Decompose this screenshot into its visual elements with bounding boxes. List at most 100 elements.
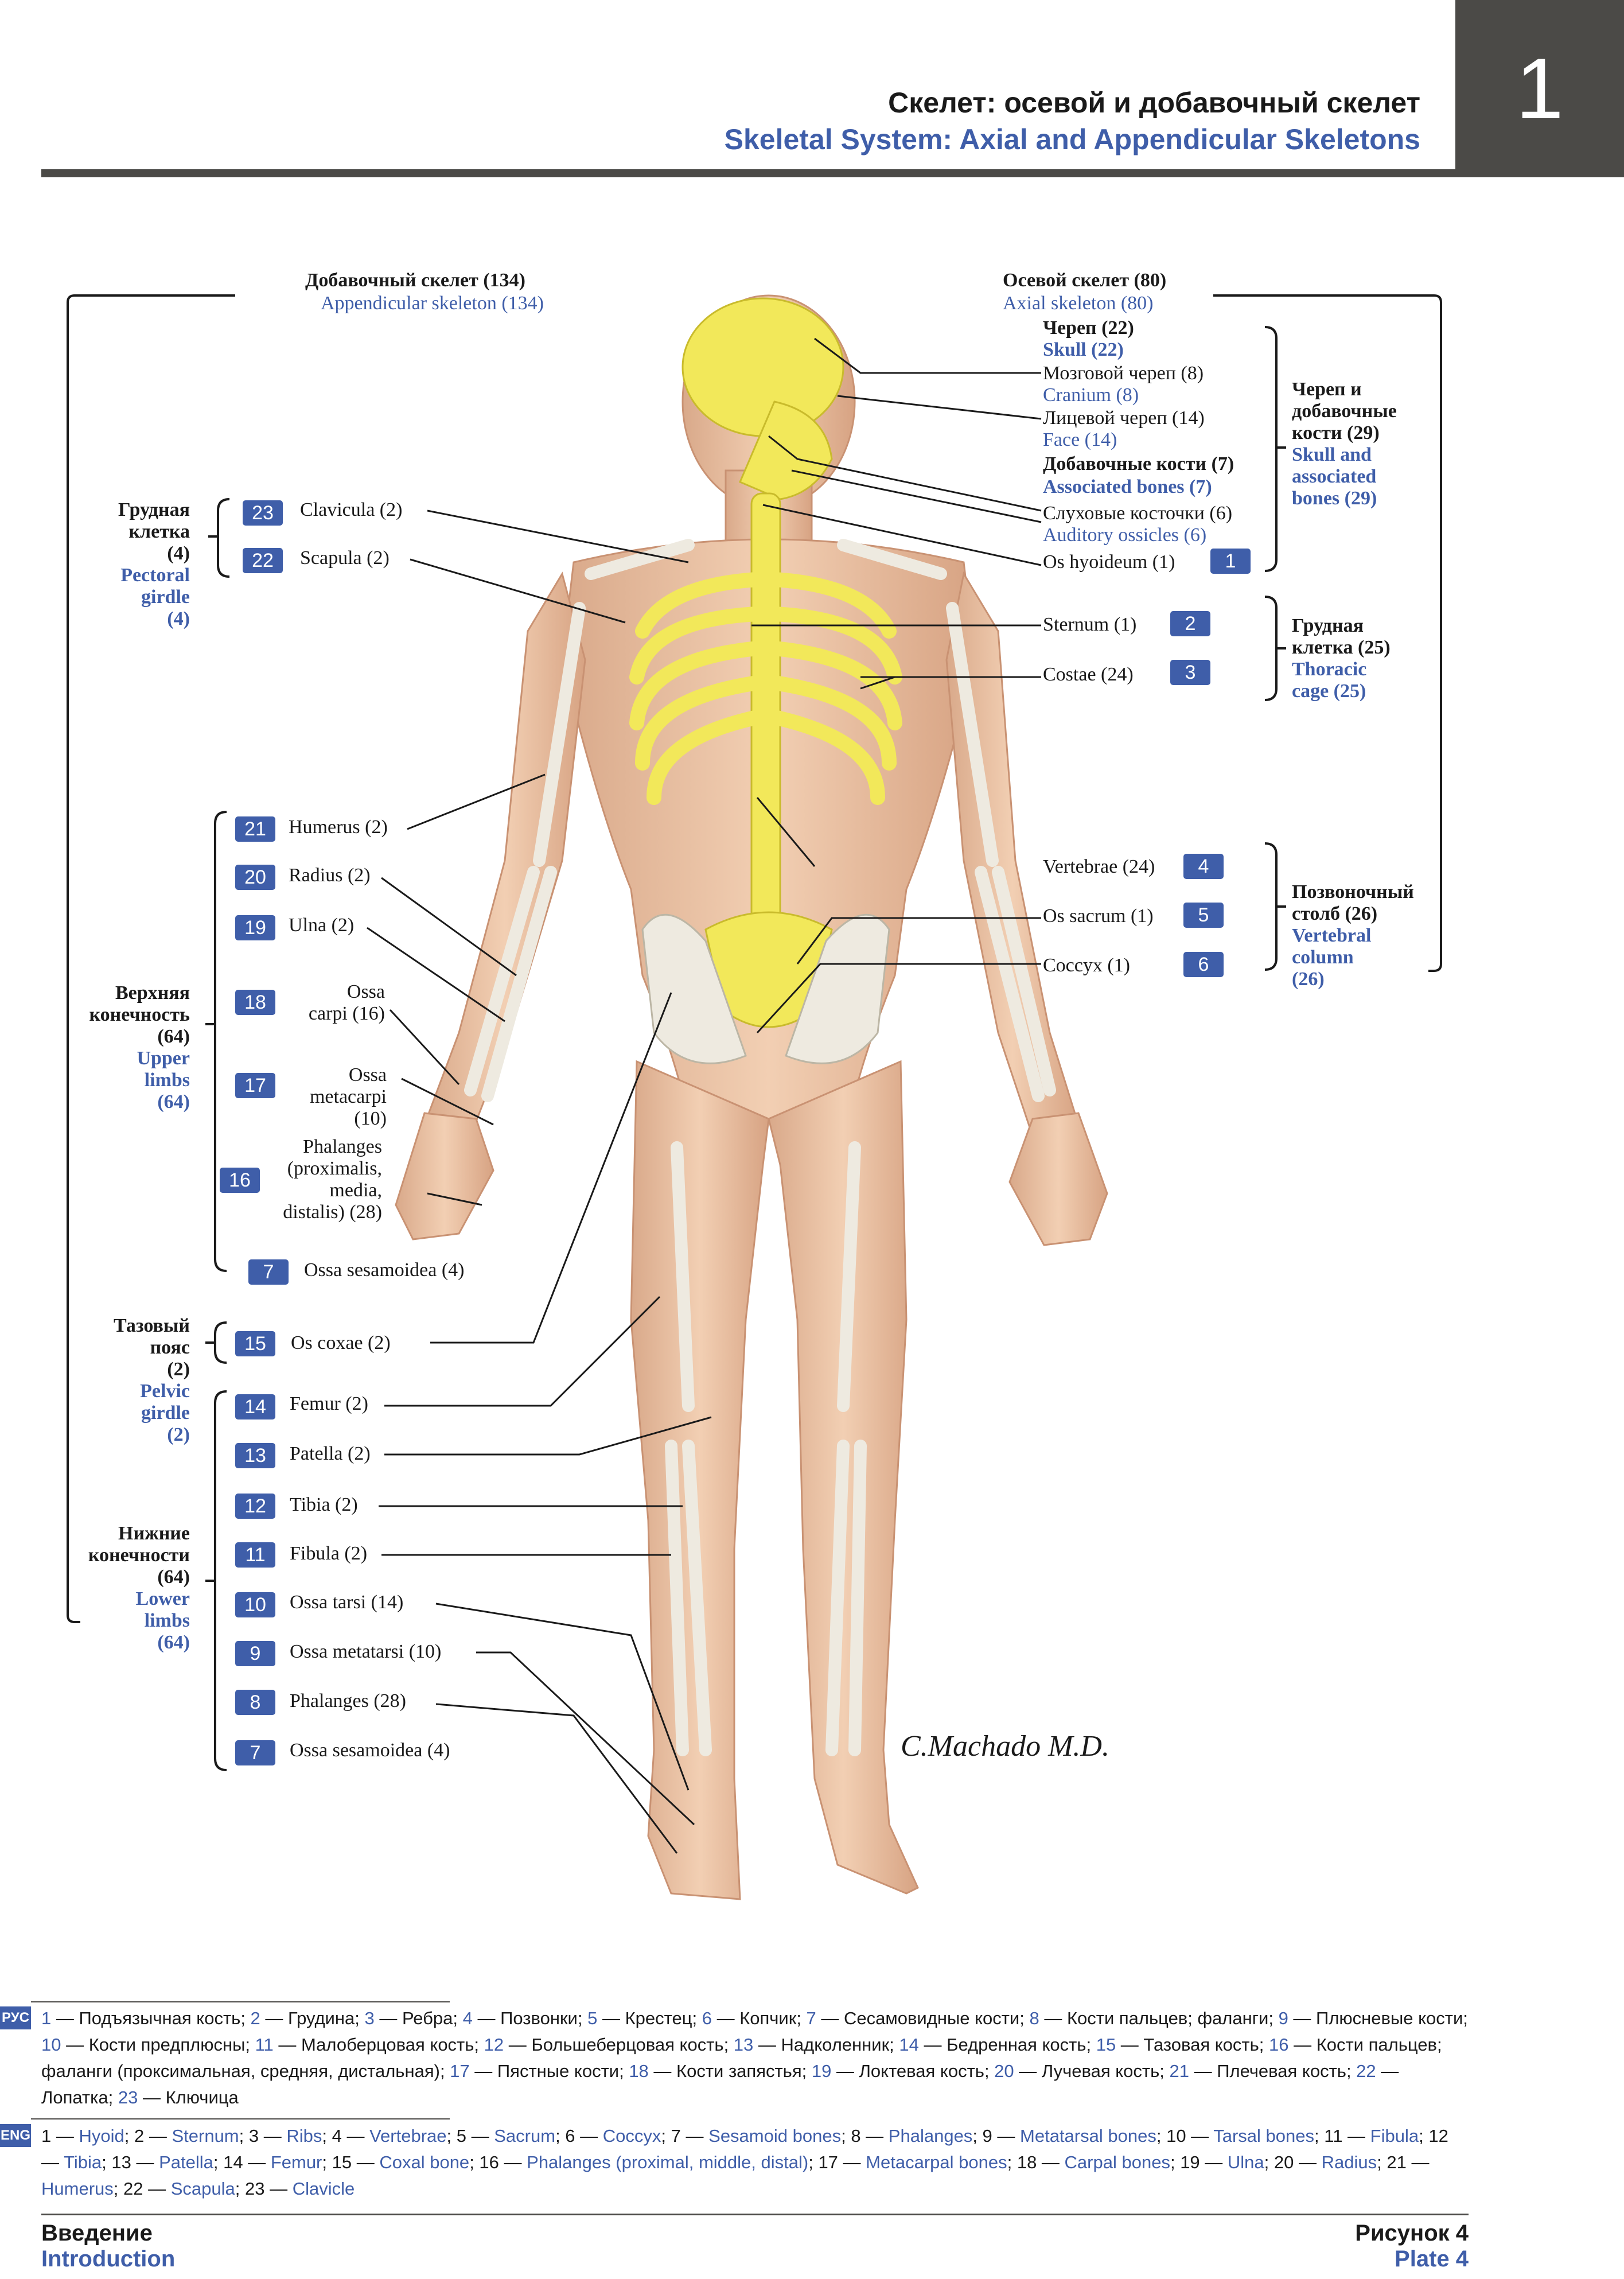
badge-18: 18 [235, 990, 275, 1015]
badge-8: 8 [235, 1690, 275, 1715]
sesamoidea-lower-label: Ossa sesamoidea (4) [290, 1740, 450, 1761]
badge-3: 3 [1170, 660, 1210, 685]
badge-15: 15 [235, 1331, 275, 1356]
femur-label: Femur (2) [290, 1393, 368, 1414]
footer-section-en: Introduction [41, 2246, 176, 2272]
legend-number: 14 [899, 2035, 919, 2055]
legend-rule-ru [31, 2001, 450, 2002]
cranium-label-en: Cranium (8) [1043, 384, 1139, 406]
leader-lines [367, 337, 1042, 1854]
badge-16: 16 [220, 1168, 260, 1193]
legend-term: Sternum [172, 2126, 239, 2146]
legend-term: Ребра [402, 2008, 453, 2028]
legend-term: Малоберцовая кость [301, 2035, 474, 2055]
legend-term: Пястные кости [497, 2061, 620, 2081]
legend-number: 16 [1268, 2035, 1289, 2055]
appendicular-label-en: Appendicular skeleton (134) [321, 293, 544, 314]
skull-label-ru: Череп (22) [1043, 317, 1134, 339]
legend-term: Ulna [1227, 2152, 1264, 2172]
header-rule [41, 169, 1455, 177]
legend-number: 18 [629, 2061, 649, 2081]
metatarsi-label: Ossa metatarsi (10) [290, 1641, 442, 1662]
legend-number: 17 [818, 2152, 838, 2172]
legend-number: 8 [1029, 2008, 1039, 2028]
legend-number: 1 [41, 2126, 52, 2146]
legend-term: Ribs [286, 2126, 322, 2146]
signature: C.Machado M.D. [901, 1730, 1109, 1763]
legend-term: Ключица [165, 2087, 239, 2107]
legend-number: 12 [484, 2035, 504, 2055]
axial-label-ru: Осевой скелет (80) [1003, 270, 1167, 291]
legend-number: 10 [1166, 2126, 1186, 2146]
legend-number: 4 [332, 2126, 342, 2146]
legend-number: 21 [1169, 2061, 1189, 2081]
face-label-en: Face (14) [1043, 429, 1117, 450]
page-title-ru: Скелет: осевой и добавочный скелет [888, 87, 1420, 119]
legend-term: Clavicle [292, 2179, 355, 2199]
legend-term: Плюсневые кости [1316, 2008, 1463, 2028]
legend-term: Позвонки [500, 2008, 578, 2028]
badge-21: 21 [235, 816, 275, 842]
badge-19: 19 [235, 915, 275, 940]
badge-1: 1 [1210, 549, 1251, 574]
patella-label: Patella (2) [290, 1443, 371, 1464]
phalanges-hand-label: Phalanges(proximalis,media,distalis) (28… [283, 1136, 382, 1223]
legend-term: Кости пальцев; фаланги (проксимальная, с… [41, 2035, 1442, 2081]
badge-11: 11 [235, 1542, 275, 1568]
ossicles-label-ru: Слуховые косточки (6) [1043, 503, 1233, 524]
assoc-label-ru: Добавочные кости (7) [1043, 453, 1234, 475]
legend-term: Кости запястья [676, 2061, 802, 2081]
skull-label-en: Skull (22) [1043, 339, 1124, 360]
legend-number: 16 [479, 2152, 499, 2172]
legend-term: Бедренная кость [947, 2035, 1086, 2055]
plate-tab [1455, 0, 1624, 177]
legend-number: 21 [1387, 2152, 1407, 2172]
legend-number: 19 [811, 2061, 832, 2081]
spine [704, 492, 833, 1028]
legend-tag-en: ENG [0, 2124, 31, 2147]
legend-term: Sacrum [494, 2126, 556, 2146]
coccyx-label: Coccyx (1) [1043, 955, 1131, 976]
costae-label: Costae (24) [1043, 664, 1134, 685]
pelvis [641, 913, 890, 1064]
badge-17: 17 [235, 1073, 275, 1098]
legend-number: 9 [1278, 2008, 1288, 2028]
legend-number: 9 [982, 2126, 992, 2146]
legend-term: Лучевая кость [1041, 2061, 1160, 2081]
badge-4: 4 [1183, 854, 1224, 879]
legend-term: Лопатка [41, 2087, 108, 2107]
badge-20: 20 [235, 865, 275, 890]
sternum-label: Sternum (1) [1043, 614, 1137, 635]
legend-term: Coccyx [602, 2126, 661, 2146]
tibia-label: Tibia (2) [290, 1494, 358, 1515]
legend-rule-en [31, 2118, 450, 2119]
tarsi-label: Ossa tarsi (14) [290, 1592, 404, 1613]
legend-number: 20 [1274, 2152, 1294, 2172]
legend-term: Подъязычная кость [79, 2008, 241, 2028]
legend-tag-ru: РУС [0, 2006, 31, 2029]
face-label-ru: Лицевой череп (14) [1043, 407, 1205, 429]
legend-term: Копчик [739, 2008, 797, 2028]
scapula-label: Scapula (2) [300, 547, 390, 569]
cranium-label-ru: Мозговой череп (8) [1043, 363, 1204, 384]
coxae-label: Os coxae (2) [291, 1332, 391, 1354]
legend-number: 6 [565, 2126, 575, 2146]
legend-term: Локтевая кость [859, 2061, 984, 2081]
badge-9: 9 [235, 1641, 275, 1666]
legend-number: 5 [456, 2126, 467, 2146]
legend-number: 19 [1180, 2152, 1200, 2172]
group-brackets [67, 294, 1442, 1771]
badge-10: 10 [235, 1592, 275, 1617]
badge-22: 22 [243, 548, 283, 573]
badge-14: 14 [235, 1394, 275, 1419]
